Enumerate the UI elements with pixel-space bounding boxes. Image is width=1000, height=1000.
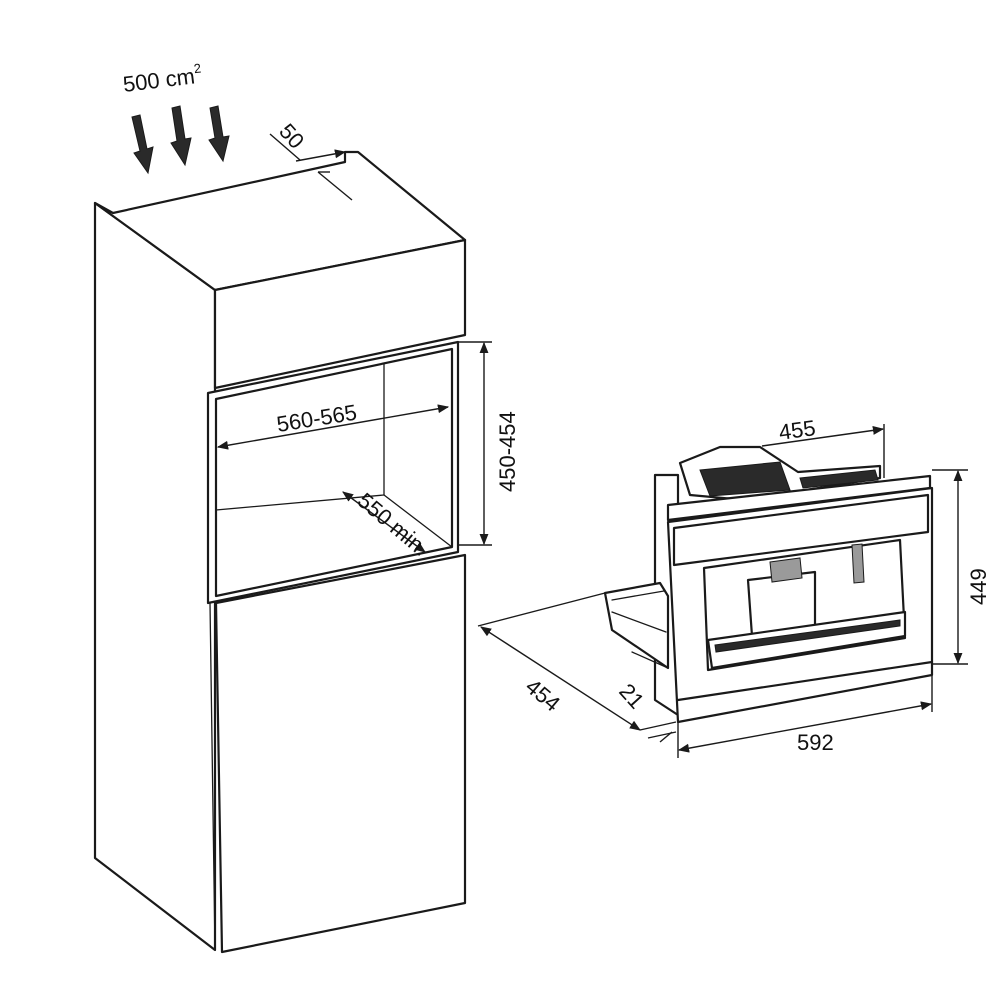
machine-drawer [603,581,670,670]
machine-width-dimension [677,676,933,758]
front-offset-dimension [639,721,677,743]
niche-height-label: 450-454 [495,411,520,492]
steam-nozzle [851,543,865,584]
dispenser-spout [769,557,803,583]
top-gap-dimension [269,133,353,201]
top-width-label: 455 [777,415,817,445]
machine-height-dimension [932,469,968,665]
machine-height-label: 449 [966,568,991,605]
cabinet-side-panel [93,201,217,952]
niche-height-dimension [458,341,492,546]
drawer-rim [611,590,665,601]
machine-depth-label: 454 [521,674,565,717]
niche-width-dimension [216,404,450,450]
coffee-machine [603,445,934,724]
cabinet-top-front [213,238,467,390]
bean-hopper [699,461,791,497]
top-gap-label: 50 [274,119,309,154]
door-edge [209,602,216,951]
machine-base [676,660,934,702]
niche-depth-dimension [342,491,426,553]
machine-width-label: 592 [797,730,834,755]
drawer-edge [611,611,667,633]
airflow-area-label: 500 cm2 [121,60,203,96]
drip-tray-grid [714,619,901,653]
front-offset-label: 21 [614,679,649,714]
airflow-arrows [131,105,230,175]
air-arrow-icon [170,105,192,167]
machine-upper-panel [672,493,930,567]
top-width-dimension [761,424,885,478]
control-keys [799,469,879,489]
air-arrow-icon [208,105,230,163]
cabinet-lower-door [214,553,467,954]
air-arrow-icon [131,114,154,175]
machine-depth-dimension [477,592,641,731]
